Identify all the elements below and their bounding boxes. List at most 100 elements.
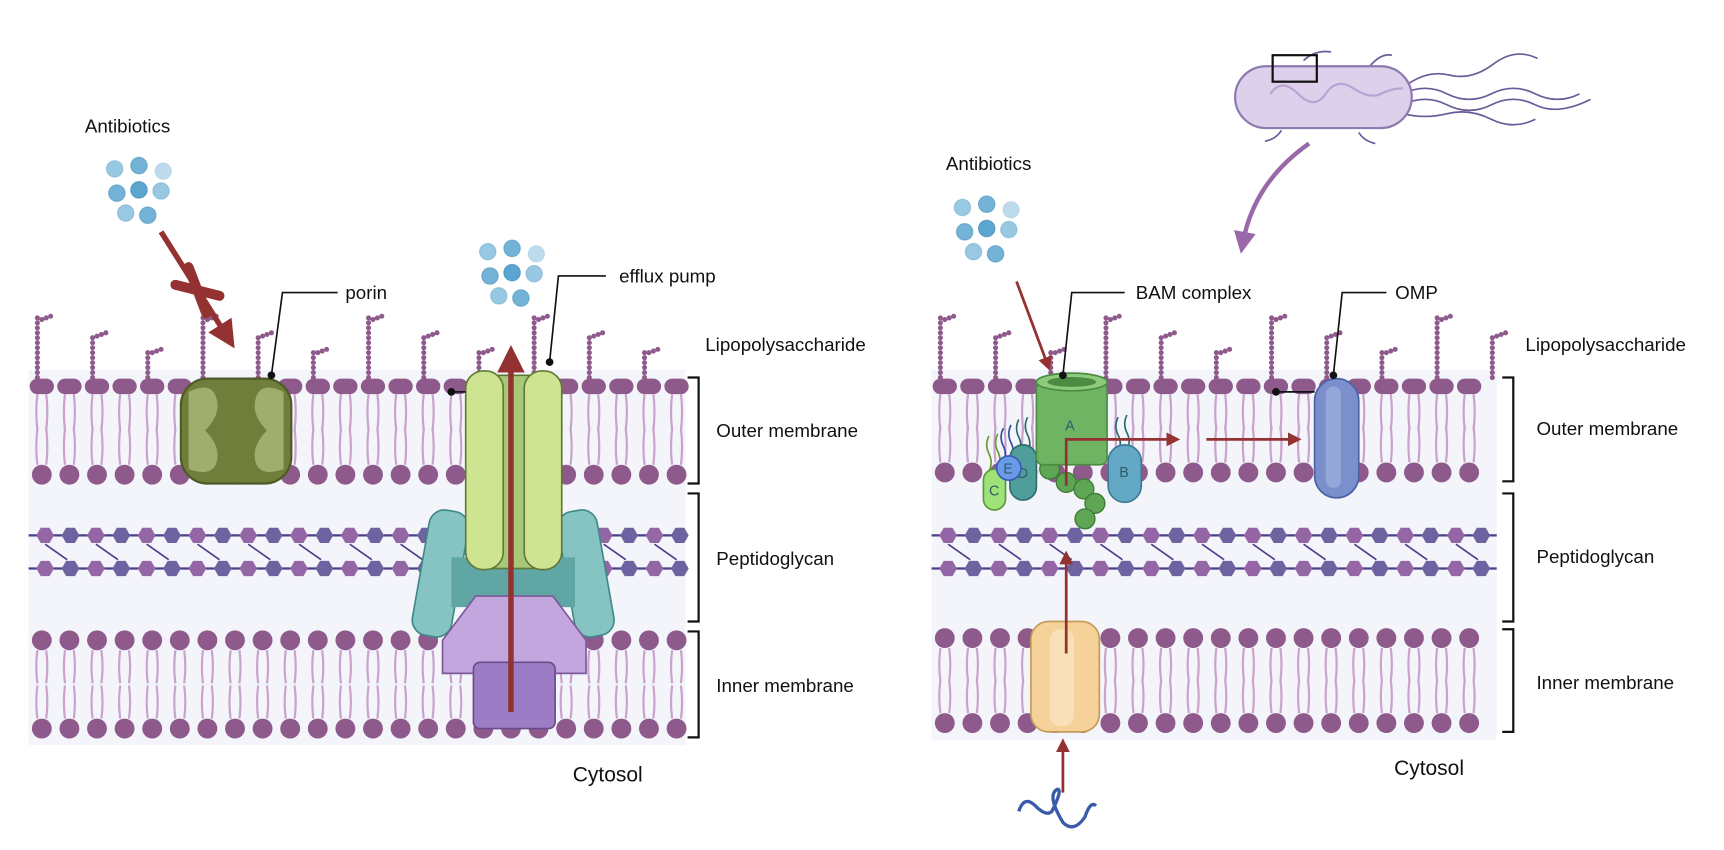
lipid-tail (321, 428, 325, 465)
lps-sugar (485, 348, 491, 354)
lps-sugar (1269, 335, 1275, 341)
lps-sugar (421, 335, 427, 341)
sugar-hexagon (990, 527, 1008, 544)
sugar-hexagon (1421, 527, 1440, 544)
lipid-tail (938, 679, 942, 714)
lipid-tail (1462, 679, 1466, 714)
lipid-tail (1362, 647, 1366, 682)
sugar-hexagon (1243, 527, 1262, 544)
lps-sugar (1434, 370, 1440, 376)
lps-sugar (366, 320, 372, 326)
lipid-tail (1472, 647, 1476, 682)
lps-sugar (1328, 333, 1334, 339)
lipid-tail (127, 650, 132, 684)
sugar-hexagon (188, 527, 207, 544)
outer-lipid-head (1404, 462, 1424, 483)
lps-sugar (145, 355, 151, 361)
lps-sugar (1269, 330, 1275, 336)
inner-lipid-head (666, 718, 687, 739)
lipid-tail (127, 393, 132, 431)
lipid-tail (993, 425, 997, 463)
lipid-tail (376, 393, 380, 431)
bam-complex-label: BAM complex (1136, 282, 1252, 303)
lps-sugar (531, 345, 537, 351)
lps-sugar (200, 370, 206, 376)
sugar-hexagon (87, 527, 105, 544)
lipid-tail (1379, 393, 1384, 431)
lps-sugar (1103, 335, 1109, 341)
lipid-tail (90, 393, 94, 431)
lipid-tail (1003, 393, 1007, 431)
lipid-tail (1362, 393, 1366, 431)
inner-lipid-head (142, 630, 163, 651)
outer-lipid-head (636, 378, 662, 395)
sugar-hexagon (620, 560, 638, 577)
lps-sugar (476, 360, 482, 366)
cytosol-label-left: Cytosol (573, 764, 643, 787)
peptide-crosslink (349, 543, 373, 561)
peptide-crosslink (1252, 543, 1276, 561)
lipid-tail (431, 428, 435, 465)
outer-lipid-head (1208, 378, 1233, 395)
sugar-hexagon (939, 560, 957, 577)
lps-sugar (1324, 355, 1330, 361)
lps-sugar (200, 325, 206, 331)
lipid-tail (1306, 679, 1311, 714)
sugar-hexagon (671, 527, 689, 544)
lipid-tail (948, 425, 952, 463)
inner-lipid-head (335, 718, 356, 739)
outer-lipid-head (360, 378, 386, 395)
lipid-tail (1279, 393, 1283, 431)
inner-lipid-head (114, 630, 135, 651)
sugar-hexagon (964, 527, 983, 544)
lipid-tail (1030, 393, 1035, 431)
lipid-tail (1103, 647, 1108, 682)
lipid-tail (62, 393, 67, 431)
outer-lipid-head (1266, 462, 1286, 483)
lipid-tail (348, 685, 352, 719)
lps-sugar (260, 333, 266, 339)
lipid-tail (155, 428, 159, 465)
antibiotic-entry-arrow (1015, 281, 1052, 371)
sugar-hexagon (112, 560, 131, 577)
antibiotic-molecules-right (953, 195, 1020, 263)
lipid-tail (1434, 393, 1439, 431)
lps-sugar (421, 350, 427, 356)
inner-lipid-head (1431, 628, 1452, 648)
sugar-hexagon (239, 527, 258, 544)
outer-lipid-head (1374, 378, 1399, 395)
lps-sugar (34, 335, 40, 341)
lps-sugar (1498, 331, 1504, 338)
inner-lipid-head (1404, 628, 1424, 648)
sugar-hexagon (1040, 527, 1059, 544)
lps-sugar (951, 313, 957, 319)
lipid-tail (421, 685, 425, 719)
sugar-hexagon (1294, 527, 1313, 544)
porin-leader-line (270, 291, 338, 376)
lipid-tail (348, 393, 352, 431)
lipid-tail (393, 650, 398, 684)
lipid-tail (72, 393, 77, 431)
lipid-tail (35, 650, 39, 684)
lipid-tail (459, 393, 463, 431)
lps-sugar (650, 348, 656, 354)
peptide-crosslink (998, 543, 1022, 561)
layer-bracket (1502, 492, 1515, 623)
inner-lipid-head (1348, 713, 1369, 733)
lipid-tail (348, 428, 352, 465)
sugar-hexagon (366, 527, 385, 544)
lipid-tail (338, 428, 343, 465)
lipid-tail (1020, 679, 1025, 714)
lps-sugar (1158, 370, 1164, 376)
lipid-tail (449, 393, 453, 431)
zoom-arrow (1233, 141, 1311, 254)
lps-sugar (1269, 315, 1275, 321)
sugar-hexagon (1193, 560, 1211, 577)
lps-sugar (600, 330, 606, 336)
efflux-pump (411, 370, 615, 730)
lipid-tail (403, 650, 408, 684)
lipid-tail (293, 393, 297, 431)
sugar-hexagon (61, 560, 80, 577)
lipid-tail (1141, 425, 1145, 463)
lps-sugar (937, 315, 943, 321)
